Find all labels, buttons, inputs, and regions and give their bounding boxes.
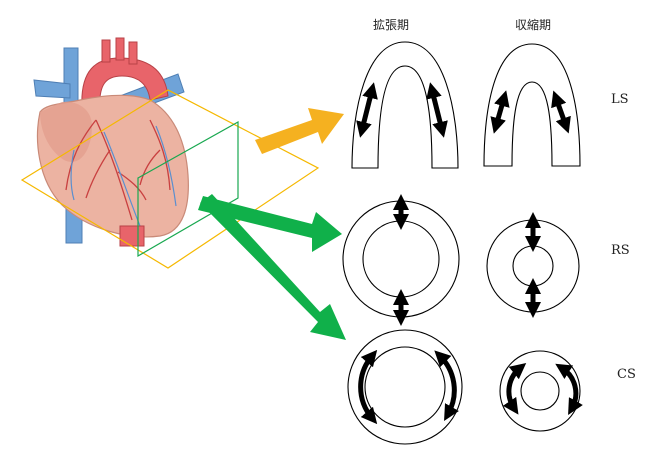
heart-body: [36, 94, 189, 238]
aorta-lower: [119, 225, 145, 247]
row-label-ls: LS: [611, 92, 629, 107]
cs-diastole-rings: [347, 329, 463, 445]
cs-diastole-arrow-left: [358, 349, 378, 425]
rs-systole-rings: [486, 219, 580, 313]
heart-illustration: [33, 37, 189, 247]
rs-diastole-rings: [342, 200, 460, 318]
cs-systole-arrow-left: [502, 362, 527, 415]
cs-diastole-arrow-right: [434, 350, 459, 421]
ls-systole-arrow-left: [490, 90, 510, 134]
column-title-diastole: 拡張期: [373, 18, 410, 32]
cs-systole-rings: [499, 350, 581, 432]
column-title-systole: 収縮期: [515, 18, 552, 32]
ls-diastole-arrow-left: [356, 82, 378, 138]
ls-systole-arrow-right: [551, 90, 571, 134]
ls-systole-shape: [483, 43, 581, 167]
aortic-arch: [81, 37, 169, 113]
long-axis-plane: [20, 89, 320, 269]
cs-systole-arrows: [502, 362, 583, 415]
green-arrow-upper: [198, 196, 342, 252]
short-axis-plane: [137, 120, 239, 258]
cardiac-veins: [70, 125, 177, 227]
cs-diastole-arrows: [358, 349, 459, 425]
cs-systole-arrow-right: [555, 363, 583, 415]
ls-diastole-arrow-right: [426, 82, 448, 138]
row-label-cs: CS: [617, 367, 636, 382]
orange-arrow: [255, 108, 344, 154]
row-label-rs: RS: [611, 243, 630, 258]
ls-systole-arrows: [490, 90, 571, 134]
green-arrow-lower: [200, 194, 346, 340]
ls-diastole-arrows: [356, 82, 448, 138]
